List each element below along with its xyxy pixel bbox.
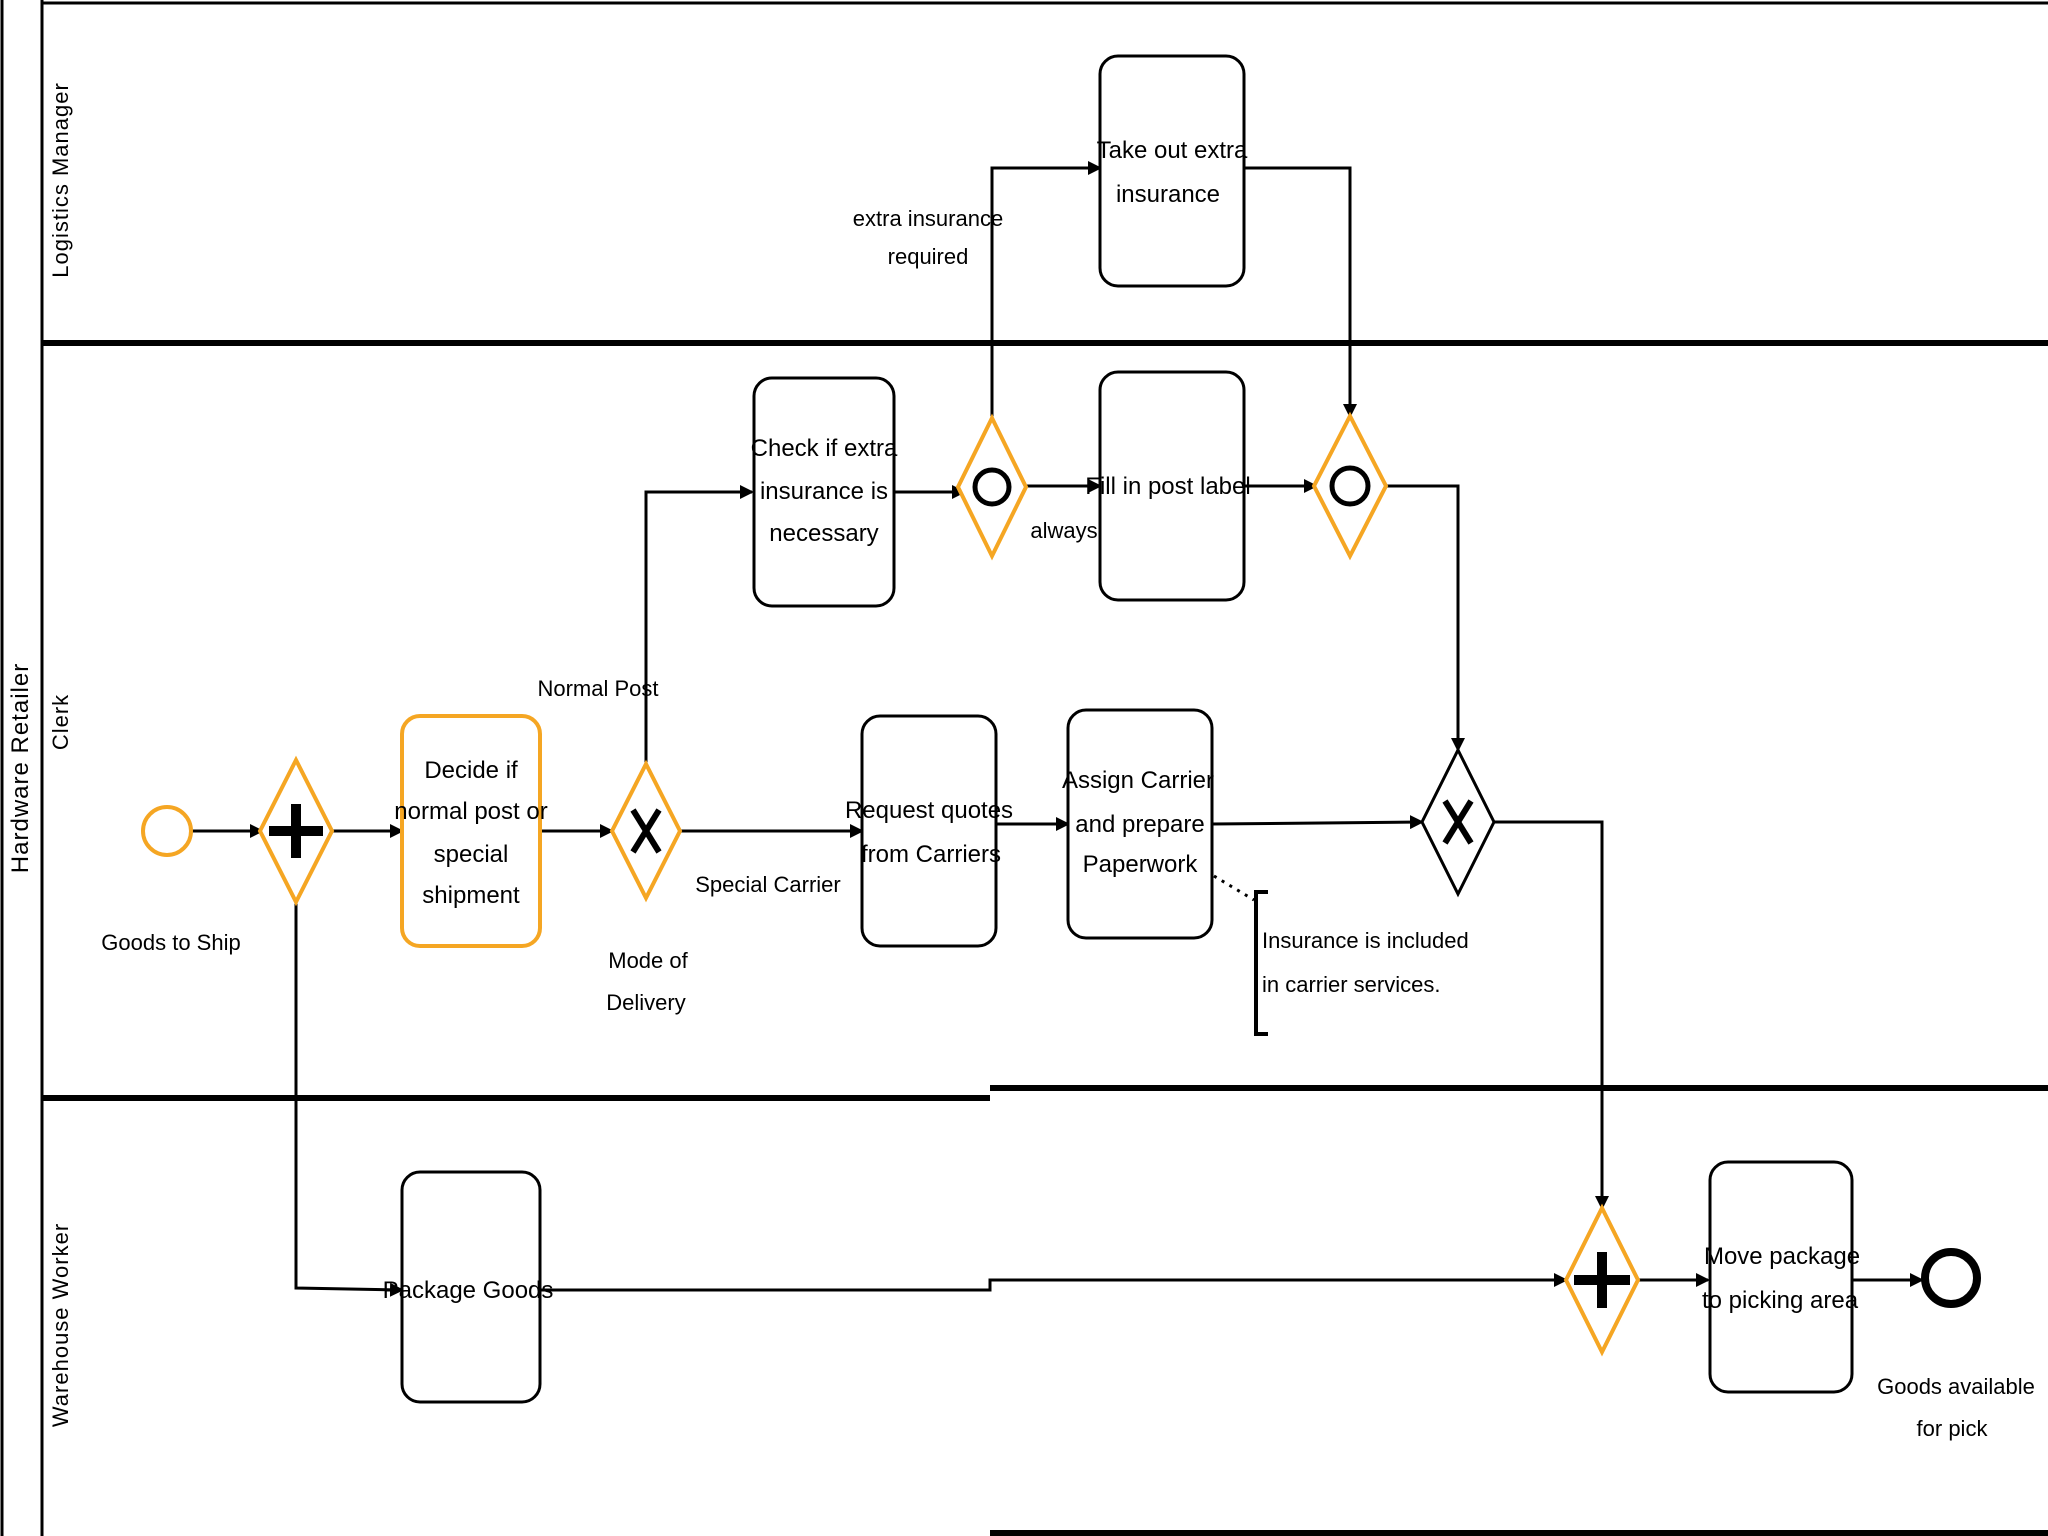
start-event[interactable] xyxy=(141,805,193,857)
flow-assign-to-xor[interactable] xyxy=(1211,815,1424,830)
circle-icon xyxy=(1329,465,1371,507)
end-event-label-2: for pick xyxy=(1917,1416,1989,1441)
task-assign-carrier[interactable] xyxy=(1066,708,1214,940)
mode-of-delivery-gateway[interactable] xyxy=(609,759,683,903)
task-label-quotes-1: Request quotes xyxy=(845,797,1013,824)
parallel-join-gateway[interactable] xyxy=(1563,1203,1641,1357)
gateway-label-mode-1: Mode of xyxy=(608,948,688,973)
flow-label-special-carrier: Special Carrier xyxy=(695,872,841,897)
task-package-goods[interactable] xyxy=(400,1170,542,1404)
sequence-flows xyxy=(192,161,1924,1297)
task-label-move-2: to picking area xyxy=(1702,1287,1859,1314)
end-event[interactable] xyxy=(1921,1248,1981,1308)
task-label-insurance-2: insurance xyxy=(1116,181,1220,208)
task-take-out-extra-insurance[interactable] xyxy=(1098,54,1246,288)
annotation-association xyxy=(1213,874,1255,902)
task-label-check-3: necessary xyxy=(769,520,878,547)
parallel-fork-gateway[interactable] xyxy=(257,755,335,907)
task-label-insurance-1: Take out extra xyxy=(1097,137,1248,164)
inclusive-split-gateway[interactable] xyxy=(955,413,1029,561)
task-label-post-label: Fill in post label xyxy=(1085,473,1250,500)
task-label-quotes-2: from Carriers xyxy=(861,841,1001,868)
flow-package-to-join[interactable] xyxy=(540,1273,1568,1292)
task-move-package[interactable] xyxy=(1708,1160,1854,1394)
annotation-bracket xyxy=(1254,890,1268,1036)
flow-fork-to-package[interactable] xyxy=(294,902,404,1297)
task-request-quotes[interactable] xyxy=(860,714,998,948)
lane-label-warehouse-worker: Warehouse Worker xyxy=(48,1223,73,1427)
task-decide-post-or-special[interactable] xyxy=(400,714,542,948)
task-fill-in-post-label[interactable] xyxy=(1098,370,1246,602)
lane-label-clerk: Clerk xyxy=(48,694,73,750)
flow-insurance-to-merge[interactable] xyxy=(1244,166,1357,418)
pool-label: Hardware Retailer xyxy=(7,663,34,873)
flow-xor-to-join[interactable] xyxy=(1494,820,1609,1210)
inclusive-merge-gateway[interactable] xyxy=(1311,411,1389,561)
flow-merge-to-xor[interactable] xyxy=(1386,484,1465,752)
task-label-decide-4: shipment xyxy=(422,882,520,909)
annotation-text-2: in carrier services. xyxy=(1262,972,1440,997)
task-label-decide-2: normal post or xyxy=(394,798,547,825)
task-label-decide-3: special xyxy=(434,841,509,868)
task-label-assign-3: Paperwork xyxy=(1083,851,1199,878)
task-label-assign-1: Assign Carrier xyxy=(1062,767,1214,794)
flow-label-extra-required-1: extra insurance xyxy=(853,206,1003,231)
task-check-extra-insurance[interactable] xyxy=(752,376,896,608)
flow-label-normal-post: Normal Post xyxy=(537,676,658,701)
task-label-move-1: Move package xyxy=(1704,1243,1860,1270)
gateway-label-mode-2: Delivery xyxy=(606,990,685,1015)
start-event-label: Goods to Ship xyxy=(101,930,240,955)
flow-label-extra-required-2: required xyxy=(888,244,969,269)
lane-label-logistics-manager: Logistics Manager xyxy=(48,82,73,278)
task-label-decide-1: Decide if xyxy=(424,757,518,784)
flow-extra-required[interactable] xyxy=(990,161,1102,418)
task-label-package-goods: Package Goods xyxy=(383,1277,554,1304)
exclusive-merge-gateway[interactable] xyxy=(1420,746,1496,898)
flow-label-always: always xyxy=(1030,518,1097,543)
circle-icon xyxy=(972,467,1012,507)
flow-normal-post[interactable] xyxy=(644,485,754,764)
annotation-text-1: Insurance is included xyxy=(1262,928,1469,953)
end-event-label-1: Goods available xyxy=(1877,1374,2035,1399)
task-label-check-1: Check if extra xyxy=(751,435,898,462)
task-label-assign-2: and prepare xyxy=(1075,811,1204,838)
task-label-check-2: insurance is xyxy=(760,478,888,505)
